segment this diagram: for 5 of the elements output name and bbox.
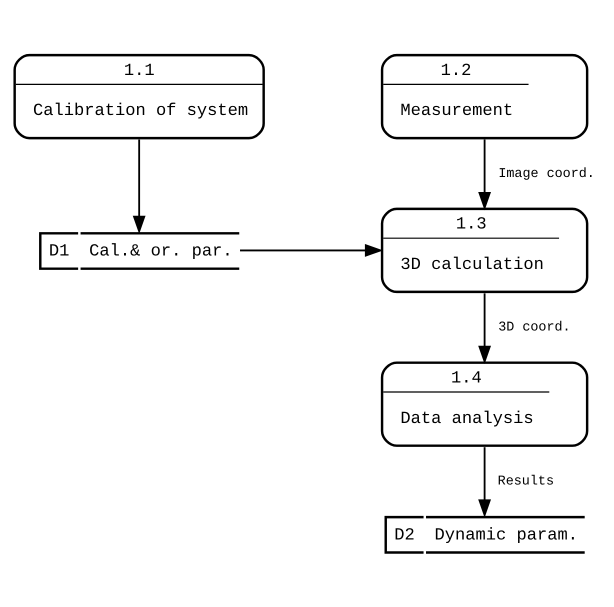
edge-label: 3D coord. [498, 320, 571, 336]
node-text: D1 Cal.& or. par. [48, 242, 233, 262]
node-text: D2 Dynamic param. [394, 526, 578, 546]
edge-label: Results [498, 474, 554, 490]
edge-label: Image coord. [498, 166, 595, 182]
